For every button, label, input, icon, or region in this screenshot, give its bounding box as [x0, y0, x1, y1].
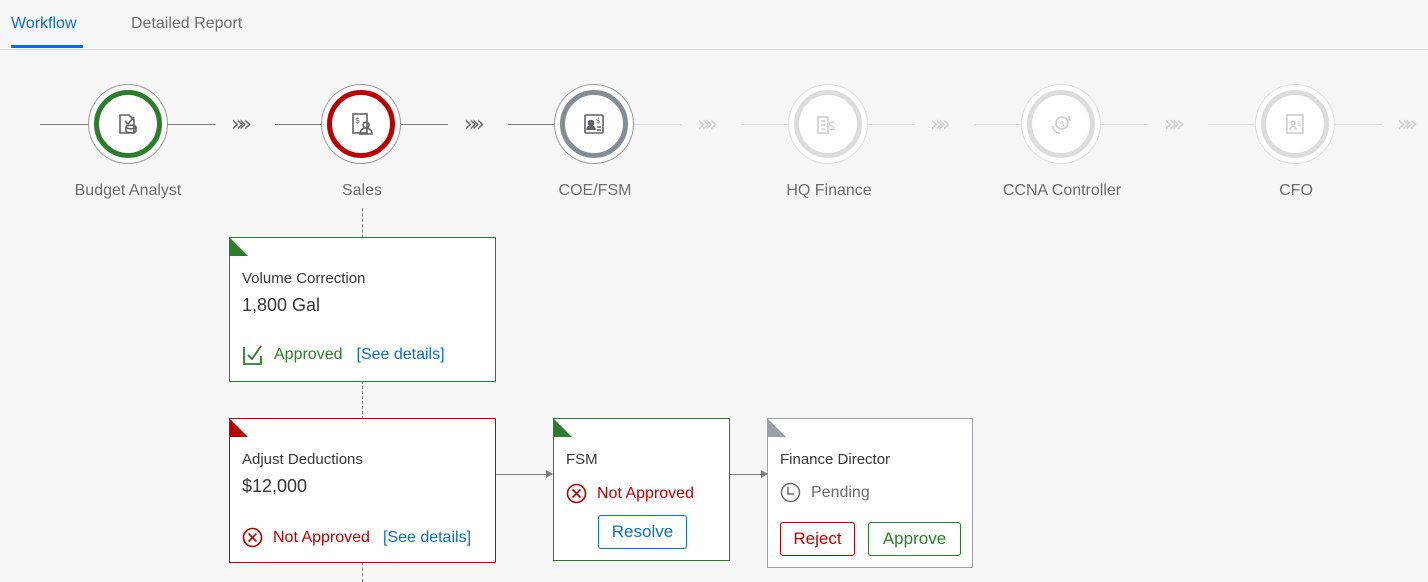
card-value: 1,800 Gal	[242, 295, 321, 315]
status-row: Approved [See details]	[242, 344, 445, 366]
tab-workflow[interactable]: Workflow	[11, 15, 77, 32]
status-text: Not Approved	[273, 528, 370, 546]
step-label-coe-fsm: COE/FSM	[558, 182, 632, 199]
pending-clock-icon	[780, 482, 801, 503]
fsm-card[interactable]: FSM Not Approved Resolve	[553, 418, 730, 561]
chevron-arrow-icon: »»	[1397, 112, 1418, 137]
status-text: Not Approved	[597, 484, 694, 502]
step-label-sales: Sales	[341, 182, 383, 199]
chevron-arrow-icon: »»	[930, 112, 951, 137]
adjust-deductions-card[interactable]: Adjust Deductions $12,000 Not Approved […	[229, 418, 496, 563]
see-details-link[interactable]: [See details]	[356, 346, 445, 363]
card-title: FSM	[566, 451, 598, 468]
svg-text:$: $	[1060, 120, 1065, 129]
card-title: Adjust Deductions	[242, 451, 363, 468]
step-label-hq-finance: HQ Finance	[786, 182, 872, 199]
resolve-button[interactable]: Resolve	[598, 515, 687, 549]
status-row: Pending	[780, 482, 870, 503]
flow-connector	[634, 124, 682, 125]
step-label-budget-analyst: Budget Analyst	[74, 182, 182, 199]
chevron-arrow-icon: »»	[464, 112, 485, 137]
svg-text:$: $	[355, 116, 360, 125]
flow-connector	[1334, 124, 1382, 125]
flow-connector	[167, 124, 215, 125]
reject-button[interactable]: Reject	[780, 522, 855, 556]
approved-check-icon	[243, 345, 262, 365]
active-tab-indicator	[11, 45, 83, 48]
step-node-budget-analyst[interactable]	[88, 84, 168, 164]
tab-bar: Workflow Detailed Report	[0, 0, 1428, 50]
status-row: Not Approved [See details]	[242, 527, 471, 548]
flow-arrow	[730, 470, 768, 478]
step-node-coe-fsm[interactable]: $	[554, 84, 634, 164]
svg-text:$: $	[596, 117, 600, 125]
not-approved-icon	[242, 527, 263, 548]
chevron-arrow-icon: »»	[1164, 112, 1185, 137]
chevron-arrow-icon: »»	[231, 112, 252, 137]
tab-detailed-report[interactable]: Detailed Report	[131, 15, 243, 32]
step-node-hq-finance[interactable]: $	[788, 84, 868, 164]
step-node-ccna-controller[interactable]: $	[1021, 84, 1101, 164]
sales-icon: $	[352, 113, 373, 135]
status-row: Not Approved	[566, 483, 694, 504]
finance-director-card[interactable]: Finance Director Pending Reject Approve	[767, 418, 973, 568]
coe-fsm-icon: $	[584, 114, 604, 134]
card-status-corner	[230, 419, 248, 437]
cfo-icon: $	[1286, 114, 1304, 134]
approve-button[interactable]: Approve	[868, 522, 961, 556]
flow-connector	[275, 124, 323, 125]
hq-finance-icon: $	[817, 116, 836, 134]
dashed-connector	[362, 208, 363, 238]
step-node-cfo[interactable]: $	[1255, 84, 1335, 164]
budget-icon	[119, 114, 137, 134]
svg-text:$: $	[828, 119, 836, 133]
controller-icon: $	[1052, 115, 1072, 134]
card-status-corner	[230, 238, 248, 256]
flow-connector	[400, 124, 448, 125]
card-title: Volume Correction	[242, 270, 366, 287]
status-text: Pending	[811, 483, 870, 501]
flow-connector	[40, 124, 88, 125]
flow-connector	[741, 124, 789, 125]
flow-connector	[1208, 124, 1256, 125]
flow-connector	[974, 124, 1022, 125]
not-approved-icon	[566, 483, 587, 504]
chevron-arrow-icon: »»	[697, 112, 718, 137]
card-title: Finance Director	[780, 451, 891, 468]
step-label-ccna-controller: CCNA Controller	[1002, 182, 1122, 199]
svg-text:$: $	[1297, 120, 1301, 128]
flow-arrow	[496, 470, 553, 478]
flow-connector	[1100, 124, 1148, 125]
volume-correction-card[interactable]: Volume Correction 1,800 Gal Approved [Se…	[229, 237, 496, 382]
card-status-corner	[554, 419, 572, 437]
flow-connector	[508, 124, 556, 125]
see-details-link[interactable]: [See details]	[382, 528, 472, 546]
card-status-corner	[768, 419, 786, 437]
step-node-sales[interactable]: $	[321, 84, 401, 164]
flow-connector	[867, 124, 915, 125]
step-label-cfo: CFO	[1279, 182, 1313, 199]
card-value: $12,000	[242, 476, 308, 496]
dashed-connector	[362, 381, 363, 419]
dashed-connector	[362, 562, 363, 582]
status-text: Approved	[274, 346, 343, 363]
